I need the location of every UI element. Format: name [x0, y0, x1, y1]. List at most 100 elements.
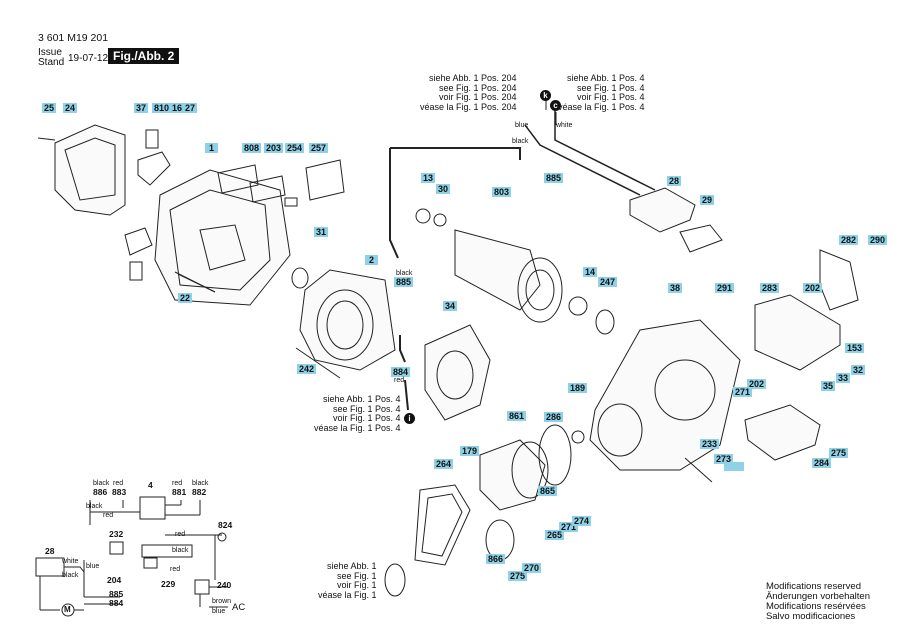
schem-num-885: 885 [109, 589, 124, 599]
part-label-1: 1 [205, 143, 218, 153]
schem-num-881: 881 [172, 487, 187, 497]
schem-label-red-883: red [113, 480, 124, 487]
part-label-257: 257 [309, 143, 329, 153]
marker-k: k [540, 90, 551, 101]
schem-ac: AC [232, 602, 246, 613]
part-label-808: 808 [242, 143, 262, 153]
part-label-254: 254 [285, 143, 305, 153]
schem-num-4: 4 [148, 480, 153, 490]
schem-label-red-b: red [175, 531, 186, 538]
part-label-179: 179 [460, 446, 480, 456]
schem-label-red-a: red [103, 512, 114, 519]
schem-label-black-c: black [62, 572, 79, 579]
schem-num-204: 204 [107, 575, 122, 585]
part-label-14: 14 [583, 267, 598, 277]
part-label-16: 16 [170, 103, 185, 113]
part-label-290: 290 [868, 235, 888, 245]
part-label-803: 803 [492, 187, 512, 197]
part-label-283: 283 [760, 283, 780, 293]
part-label-38: 38 [668, 283, 683, 293]
part-label-22: 22 [178, 293, 193, 303]
part-label-810: 810 [152, 103, 172, 113]
part-label-866: 866 [486, 554, 506, 564]
schem-num-884: 884 [109, 598, 124, 608]
part-label-202: 202 [803, 283, 823, 293]
part-label-265: 265 [545, 530, 565, 540]
part-label-273: 273 [714, 454, 734, 464]
part-label-242: 242 [297, 364, 317, 374]
figure-label: Fig./Abb. 2 [108, 48, 180, 64]
part-label-865: 865 [538, 486, 558, 496]
reference-note-1: siehe Abb. 1 see Fig. 1 voir Fig. 1 véas… [318, 561, 377, 600]
part-label-33: 33 [836, 373, 851, 383]
schem-label-black-882: black [192, 480, 209, 487]
part-label-885b: 885 [544, 173, 564, 183]
part-label-35: 35 [821, 381, 836, 391]
part-label-34: 34 [443, 301, 458, 311]
part-label-884: 884 [391, 367, 411, 377]
part-label-25: 25 [42, 103, 57, 113]
schem-num-229: 229 [161, 579, 176, 589]
wire-label-black: black [512, 138, 529, 145]
wire-label-red: red [394, 377, 405, 384]
part-label-28: 28 [667, 176, 682, 186]
wire-label-white: white [556, 122, 573, 129]
schem-label-red-c: red [170, 566, 181, 573]
marker-c: c [550, 100, 561, 111]
schem-num-882: 882 [192, 487, 207, 497]
schem-label-black-886: black [93, 480, 110, 487]
part-label-32: 32 [851, 365, 866, 375]
part-label-202b: 202 [747, 379, 767, 389]
part-label-203: 203 [264, 143, 284, 153]
motor-symbol: M [64, 605, 71, 614]
part-label-31: 31 [314, 227, 329, 237]
schem-num-28: 28 [45, 546, 55, 556]
part-label-275: 275 [829, 448, 849, 458]
part-label-271: 271 [733, 387, 753, 397]
reference-note-204: siehe Abb. 1 Pos. 204 see Fig. 1 Pos. 20… [420, 73, 517, 112]
schem-label-blue: blue [86, 563, 100, 570]
part-label-274: 274 [572, 516, 592, 526]
wire-label-black-2: black [396, 270, 413, 277]
part-label-37: 37 [134, 103, 149, 113]
part-label-286: 286 [544, 412, 564, 422]
part-label-27: 27 [183, 103, 198, 113]
part-label-291: 291 [715, 283, 735, 293]
reference-note-4-left: siehe Abb. 1 Pos. 4 see Fig. 1 Pos. 4 vo… [314, 394, 401, 433]
part-label-861: 861 [507, 411, 527, 421]
part-label-885: 885 [394, 277, 414, 287]
part-label-blank [724, 462, 744, 471]
part-label-233: 233 [700, 439, 720, 449]
part-label-270: 270 [522, 563, 542, 573]
part-label-2: 2 [365, 255, 378, 265]
schem-label-black-a: black [86, 503, 103, 510]
issue-date: 19-07-12 [68, 53, 109, 64]
part-label-153: 153 [845, 343, 865, 353]
part-label-271b: 271 [559, 522, 579, 532]
document-number: 3 601 M19 201 [38, 32, 109, 44]
part-label-247: 247 [598, 277, 618, 287]
reference-note-4-top: siehe Abb. 1 Pos. 4 see Fig. 1 Pos. 4 vo… [558, 73, 645, 112]
schem-num-240: 240 [217, 580, 232, 590]
schem-num-232: 232 [109, 529, 124, 539]
marker-i: i [404, 413, 415, 424]
modifications-notice: Modifications reserved Änderungen vorbeh… [765, 581, 870, 622]
schem-num-886: 886 [93, 487, 108, 497]
part-label-282: 282 [839, 235, 859, 245]
part-label-189: 189 [568, 383, 588, 393]
part-label-13: 13 [421, 173, 436, 183]
schem-label-blue-ac: blue [212, 608, 226, 615]
schem-label-white: white [62, 558, 79, 565]
schem-label-black-b: black [172, 547, 189, 554]
part-label-29: 29 [700, 195, 715, 205]
part-label-264: 264 [434, 459, 454, 469]
part-label-275b: 275 [508, 571, 528, 581]
schem-num-824: 824 [218, 520, 233, 530]
schem-label-red-881: red [172, 480, 183, 487]
part-label-284: 284 [812, 458, 832, 468]
wire-label-blue: blue [515, 122, 529, 129]
schem-num-883: 883 [112, 487, 127, 497]
